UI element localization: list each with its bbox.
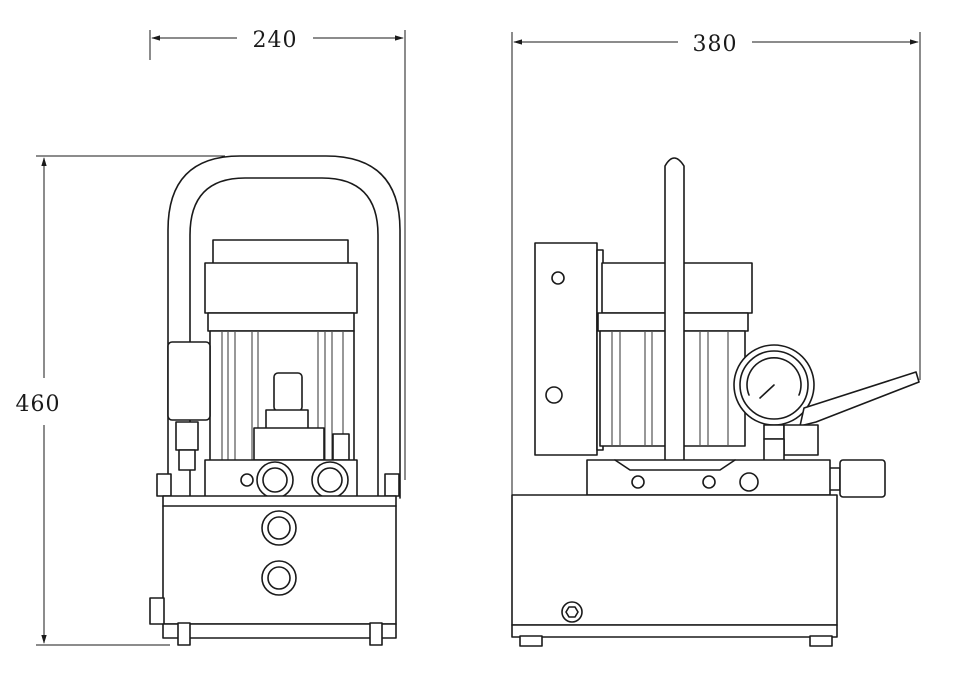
handle-bracket-right [384,473,400,497]
motor-cover [204,262,358,314]
valve-handle [273,372,303,412]
side-view [511,157,920,647]
dimension-width-side: 380 [511,32,921,495]
drain-plug-side [561,601,583,623]
foot-left [177,622,191,646]
gauge-needle [759,384,775,399]
manifold-plug [240,473,254,487]
dimension-height: 460 [16,155,225,646]
gauge-fitting [175,421,199,451]
dimension-width-front: 240 [149,28,406,480]
dimension-label-height: 460 [16,392,61,417]
terminal-box [534,242,598,456]
gauge-stem [178,449,196,471]
valve-block [253,427,325,461]
foot-side-right [809,635,833,647]
foot-right [369,622,383,646]
base-plate-side [511,624,838,638]
handle-bracket-left [156,473,172,497]
oil-tank-side [511,494,838,626]
dimension-label-side-width: 380 [693,32,738,57]
motor-cap [212,239,349,265]
terminal-screw [551,271,565,285]
valve-body-side [783,424,819,456]
carry-handle [167,155,401,499]
valve-body [265,409,309,431]
release-lever [799,371,920,427]
motor-band [207,312,355,332]
base-plate [162,623,397,639]
dimension-label-front-width: 240 [253,28,298,53]
front-view [149,155,401,646]
carry-handle-side [664,157,685,476]
pressure-fitting [332,433,350,461]
gauge-edge [167,341,211,421]
foot-side-left [519,635,543,647]
terminal-gland [545,386,563,404]
quick-coupler [839,459,886,498]
gauge-neck [763,424,785,440]
drain-plug [149,597,165,625]
motor-fins-side [611,332,729,445]
